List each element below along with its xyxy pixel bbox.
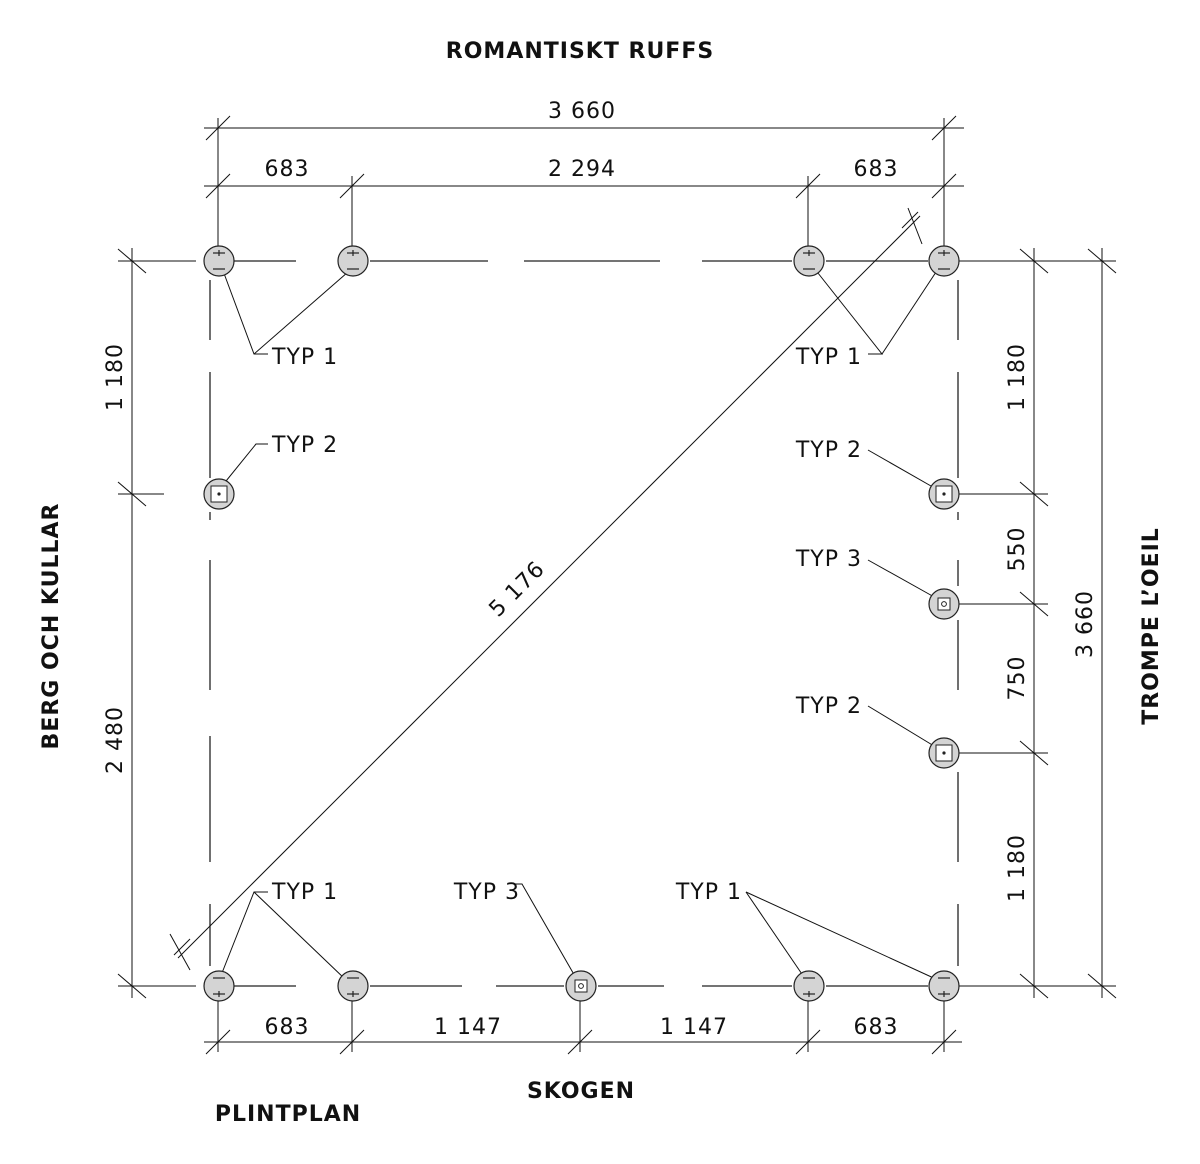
dim-left-upper: 1 180 — [103, 343, 128, 411]
plinth-typ1 — [793, 245, 825, 277]
label-typ1-top-left: TYP 1 — [271, 345, 338, 370]
diagonal-dimension: 5 176 — [169, 207, 923, 971]
label-typ2-right-upper: TYP 2 — [795, 438, 862, 463]
label-typ3-right: TYP 3 — [795, 547, 862, 572]
dim-right-total: 3 660 — [1073, 590, 1098, 658]
label-typ1-bottom-left: TYP 1 — [271, 880, 338, 905]
type-labels: TYP 1 TYP 2 TYP 1 TYP 2 TYP 3 TYP 2 TYP … — [271, 345, 862, 905]
dim-left-lower: 2 480 — [103, 706, 128, 774]
dim-bottom-4: 683 — [854, 1015, 899, 1040]
plinth-typ1 — [203, 245, 235, 277]
plinth-typ2 — [928, 737, 960, 769]
plinths — [203, 245, 960, 1002]
plinth-typ1 — [928, 970, 960, 1002]
plinth-typ1 — [337, 245, 369, 277]
dim-top-left: 683 — [265, 157, 310, 182]
plinth-typ2 — [928, 478, 960, 510]
title-top: ROMANTISKT RUFFS — [446, 39, 714, 64]
right-dimension-chain: 1 180 550 750 1 180 3 660 — [958, 248, 1117, 999]
diagonal-value: 5 176 — [485, 557, 551, 623]
dim-bottom-1: 683 — [265, 1015, 310, 1040]
leader-lines — [219, 265, 941, 981]
plinth-typ2 — [203, 478, 235, 510]
title-plan: PLINTPLAN — [215, 1102, 361, 1127]
dim-top-total: 3 660 — [548, 99, 616, 124]
left-dimension-chain: 1 180 2 480 — [103, 248, 196, 999]
dim-bottom-2: 1 147 — [434, 1015, 502, 1040]
top-dimension-chain: 3 660 683 2 294 683 — [204, 99, 964, 248]
title-bottom: SKOGEN — [527, 1079, 635, 1104]
label-typ2-left: TYP 2 — [271, 433, 338, 458]
bottom-dimension-chain: 683 1 147 1 147 683 — [204, 1000, 962, 1055]
dim-right-3: 750 — [1005, 656, 1030, 701]
plinth-typ1 — [793, 970, 825, 1002]
plinth-typ3 — [565, 970, 597, 1002]
plinth-typ1 — [337, 970, 369, 1002]
dim-top-right: 683 — [854, 157, 899, 182]
plinth-typ3 — [928, 588, 960, 620]
title-left: BERG OCH KULLAR — [39, 503, 64, 750]
dim-right-2: 550 — [1005, 527, 1030, 572]
dim-right-4: 1 180 — [1005, 834, 1030, 902]
dim-bottom-3: 1 147 — [660, 1015, 728, 1040]
title-right: TROMPE L’OEIL — [1139, 527, 1164, 725]
label-typ3-bottom: TYP 3 — [453, 880, 520, 905]
label-typ2-right-lower: TYP 2 — [795, 694, 862, 719]
label-typ1-bottom-right: TYP 1 — [675, 880, 742, 905]
plinth-typ1 — [203, 970, 235, 1002]
grid-lines — [209, 260, 959, 987]
plinth-typ1 — [928, 245, 960, 277]
label-typ1-top-right: TYP 1 — [795, 345, 862, 370]
dim-right-1: 1 180 — [1005, 343, 1030, 411]
dim-top-middle: 2 294 — [548, 157, 616, 182]
